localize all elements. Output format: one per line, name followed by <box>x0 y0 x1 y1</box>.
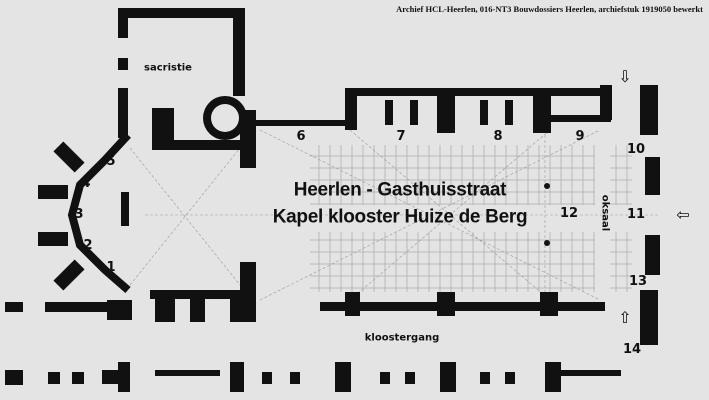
window-number-8: 8 <box>493 128 503 144</box>
window-number-9: 9 <box>575 128 585 144</box>
window-number-13: 13 <box>628 273 648 289</box>
room-label-kloostergang: kloostergang <box>364 332 440 344</box>
vault-lines <box>129 129 660 301</box>
column <box>544 183 550 189</box>
window-number-1: 1 <box>106 259 116 275</box>
window-number-14: 14 <box>622 341 642 357</box>
arrow-left-icon: ⇦ <box>676 205 690 224</box>
window-number-6: 6 <box>296 128 306 144</box>
window-number-5: 5 <box>106 153 116 169</box>
column <box>544 240 550 246</box>
window-number-11: 11 <box>626 206 646 222</box>
plan-title-line1: Heerlen - Gasthuisstraat <box>293 179 507 201</box>
room-label-oksaal: oksaal <box>599 194 611 232</box>
arrow-up-icon: ⇧ <box>618 308 632 327</box>
window-number-4: 4 <box>81 175 91 191</box>
window-number-10: 10 <box>626 141 646 157</box>
window-number-3: 3 <box>74 206 84 222</box>
archive-credit: Archief HCL-Heerlen, 016-NT3 Bouwdossier… <box>396 4 703 14</box>
arrow-down-icon: ⇩ <box>618 67 632 86</box>
pew-grid <box>310 145 632 292</box>
window-number-7: 7 <box>396 128 406 144</box>
window-number-2: 2 <box>83 237 93 253</box>
window-number-12: 12 <box>559 205 579 221</box>
walls <box>5 8 660 392</box>
room-label-sacristie: sacristie <box>144 62 192 74</box>
plan-title-line2: Kapel klooster Huize de Berg <box>272 206 528 228</box>
